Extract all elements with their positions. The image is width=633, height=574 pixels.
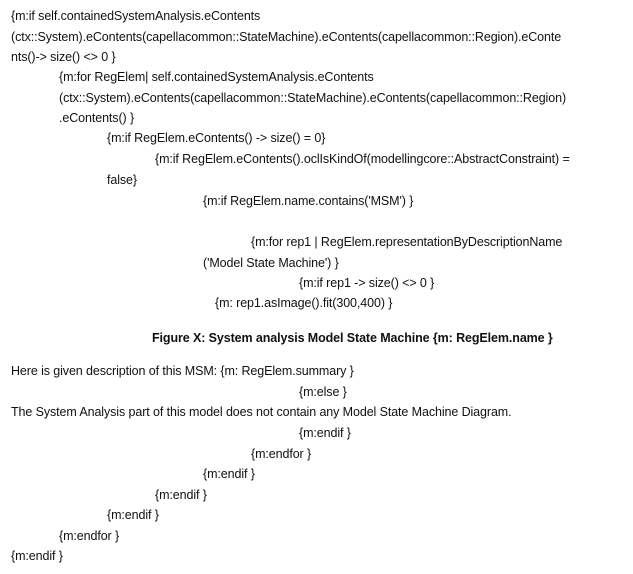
template-line-msm-description: Here is given description of this MSM: {… — [11, 364, 354, 378]
template-line-else: {m:else } — [299, 385, 347, 399]
template-line-for-regelem-econtents: .eContents() } — [59, 111, 135, 125]
template-line-for-rep1: {m:for rep1 | RegElem.representationByDe… — [251, 235, 563, 249]
template-line-if-contained-system-analysis: {m:if self.containedSystemAnalysis.eCont… — [11, 9, 261, 23]
template-line-endif-1: {m:endif } — [299, 426, 351, 440]
template-line-for-regelem-ctx: (ctx::System).eContents(capellacommon::S… — [59, 91, 567, 105]
template-line-endif-4: {m:endif } — [107, 508, 159, 522]
template-line-if-name-contains-msm: {m:if RegElem.name.contains('MSM') } — [203, 194, 414, 208]
template-line-if-rep1-size: {m:if rep1 -> size() <> 0 } — [299, 276, 435, 290]
template-line-for-regelem: {m:for RegElem| self.containedSystemAnal… — [59, 70, 374, 84]
template-line-endif-5: {m:endif } — [11, 549, 63, 563]
template-line-endfor-2: {m:endfor } — [59, 529, 120, 543]
template-line-endif-2: {m:endif } — [203, 467, 255, 481]
figure-caption: Figure X: System analysis Model State Ma… — [152, 331, 553, 345]
template-line-false-condition: false} — [107, 173, 137, 187]
template-line-endfor-1: {m:endfor } — [251, 447, 312, 461]
template-line-no-msm-diagram: The System Analysis part of this model d… — [11, 405, 512, 419]
template-line-ctx-system-econtents: (ctx::System).eContents(capellacommon::S… — [11, 30, 562, 44]
template-line-if-regelem-size-zero: {m:if RegElem.eContents() -> size() = 0} — [107, 131, 326, 145]
template-line-rep1-asimage: {m: rep1.asImage().fit(300,400) } — [215, 296, 393, 310]
template-line-size-condition: nts()-> size() <> 0 } — [11, 50, 116, 64]
template-line-if-ocliskindof: {m:if RegElem.eContents().oclIsKindOf(mo… — [155, 152, 570, 166]
template-line-representation-name: ('Model State Machine') } — [203, 256, 339, 270]
template-line-endif-3: {m:endif } — [155, 488, 207, 502]
